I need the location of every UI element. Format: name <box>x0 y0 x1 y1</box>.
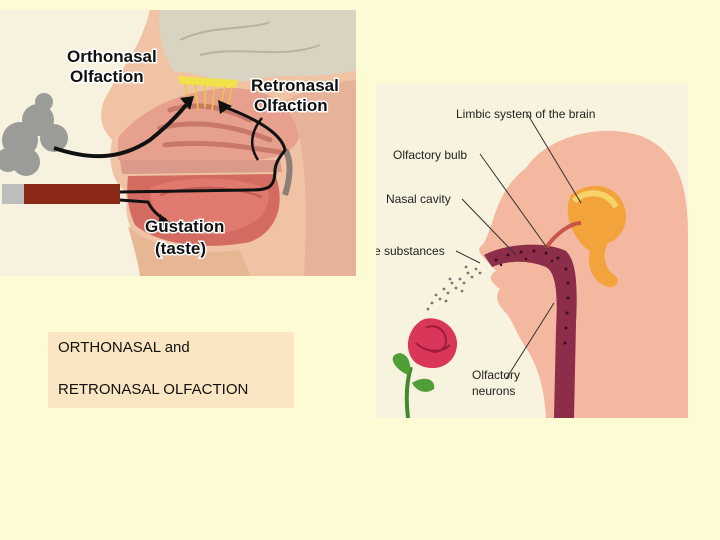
caption-line1: ORTHONASAL and <box>58 339 190 356</box>
gustation-label-line1: Gustation <box>145 217 224 236</box>
olfactory-system-illustration: Limbic system of the brain Olfactory bul… <box>376 83 688 418</box>
olfactory-bulb-label: Olfactory bulb <box>393 148 467 162</box>
olfactory-epithelium <box>178 76 238 88</box>
caption-line2: RETRONASAL OLFACTION <box>58 381 249 398</box>
gustation-label-line2: (taste) <box>155 239 206 258</box>
cigarette-filter <box>2 184 24 204</box>
retronasal-label-arrow <box>250 117 263 161</box>
nasal-cavity-label: Nasal cavity <box>386 192 451 206</box>
substances-label: e substances <box>376 244 445 258</box>
retronasal-arrow <box>119 104 287 194</box>
limbic-system <box>567 185 626 288</box>
orthonasal-label-line1: Orthonasal <box>67 47 157 66</box>
head-cross-section-svg: Orthonasal Olfaction Retronasal Olfactio… <box>0 10 356 276</box>
retronasal-label-line1: Retronasal <box>251 76 339 95</box>
orthonasal-label-line2: Olfaction <box>70 67 144 86</box>
head-profile-svg: Limbic system of the brain Olfactory bul… <box>376 107 688 418</box>
olfactory-neurons-label-line1: Olfactory <box>472 368 520 382</box>
pharynx <box>280 80 356 276</box>
leader-lines <box>455 114 582 380</box>
rose-flower <box>392 318 458 418</box>
nasal-cavity <box>484 244 577 418</box>
olfactory-dots <box>494 249 570 345</box>
cigarette-body <box>24 184 120 204</box>
limbic-label: Limbic system of the brain <box>456 107 595 121</box>
retronasal-label-line2: Olfaction <box>254 96 328 115</box>
head-silhouette <box>479 130 688 418</box>
palate <box>120 160 282 174</box>
brain-region <box>159 10 356 83</box>
olfactory-neurons-label-line2: neurons <box>472 384 515 398</box>
smoke-puff <box>0 93 68 176</box>
orthonasal-arrow <box>53 103 188 159</box>
odor-particles <box>426 265 482 311</box>
lower-face <box>128 226 250 276</box>
orthonasal-retronasal-illustration: Orthonasal Olfaction Retronasal Olfactio… <box>0 10 356 276</box>
caption-box: ORTHONASAL and RETRONASAL OLFACTION <box>48 332 294 408</box>
